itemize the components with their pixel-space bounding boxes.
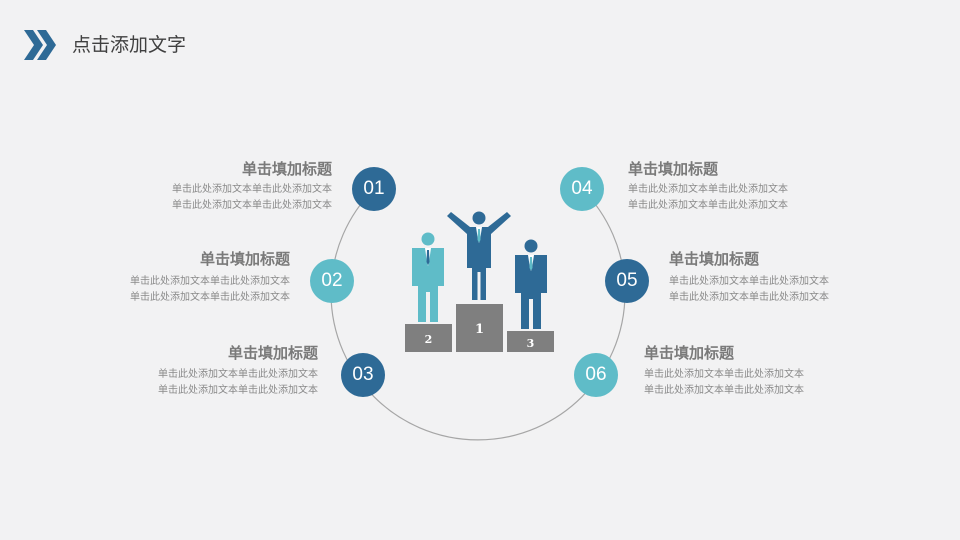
podium-block-third <box>507 331 554 352</box>
podium-label-third: 3 <box>527 337 535 350</box>
item-title-05[interactable]: 单击填加标题 <box>669 250 760 268</box>
badge-05: 05 <box>605 259 649 303</box>
item-text-05-line1[interactable]: 单击此处添加文本单击此处添加文本 <box>669 276 829 287</box>
item-text-03-line2[interactable]: 单击此处添加文本单击此处添加文本 <box>158 385 318 396</box>
item-text-02-line2[interactable]: 单击此处添加文本单击此处添加文本 <box>130 292 290 303</box>
item-title-03[interactable]: 单击填加标题 <box>227 344 318 362</box>
badge-04: 04 <box>560 167 604 211</box>
badge-01: 01 <box>352 167 396 211</box>
item-text-01-line1[interactable]: 单击此处添加文本单击此处添加文本 <box>172 184 332 195</box>
item-text-06-line1[interactable]: 单击此处添加文本单击此处添加文本 <box>644 369 804 380</box>
person-first-icon <box>447 211 511 300</box>
page-title[interactable]: 点击添加文字 <box>72 34 187 56</box>
item-text-04-line1[interactable]: 单击此处添加文本单击此处添加文本 <box>628 184 788 195</box>
podium-label-first: 1 <box>475 322 484 337</box>
podium-label-second: 2 <box>425 333 433 346</box>
item-text-04-line2[interactable]: 单击此处添加文本单击此处添加文本 <box>628 200 788 211</box>
badge-02: 02 <box>310 259 354 303</box>
item-text-05-line2[interactable]: 单击此处添加文本单击此处添加文本 <box>669 292 829 303</box>
person-third-icon <box>515 239 547 329</box>
double-chevron-icon <box>24 30 56 60</box>
item-title-04[interactable]: 单击填加标题 <box>628 160 719 178</box>
item-title-02[interactable]: 单击填加标题 <box>199 250 290 268</box>
badge-03: 03 <box>341 353 385 397</box>
item-text-02-line1[interactable]: 单击此处添加文本单击此处添加文本 <box>130 276 290 287</box>
item-text-03-line1[interactable]: 单击此处添加文本单击此处添加文本 <box>158 369 318 380</box>
person-second-icon <box>412 232 444 322</box>
item-text-01-line2[interactable]: 单击此处添加文本单击此处添加文本 <box>172 200 332 211</box>
badge-06: 06 <box>574 353 618 397</box>
item-title-01[interactable]: 单击填加标题 <box>241 160 332 178</box>
podium-block-second <box>405 324 452 352</box>
item-text-06-line2[interactable]: 单击此处添加文本单击此处添加文本 <box>644 385 804 396</box>
item-title-06[interactable]: 单击填加标题 <box>644 344 735 362</box>
podium-illustration: 2 1 3 <box>405 211 554 352</box>
podium-block-first <box>456 304 503 352</box>
